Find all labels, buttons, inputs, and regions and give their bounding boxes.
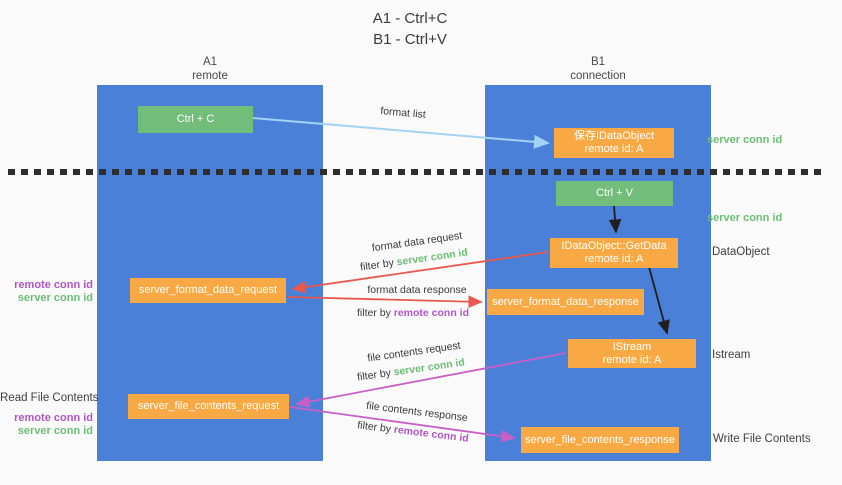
remote-conn-id-text: remote conn id [393, 307, 470, 319]
node-server-file-contents-request-label: server_file_contents_request [137, 400, 280, 412]
node-idataobject-getdata-line1: IDataObject::GetData [561, 240, 667, 252]
node-server-format-data-response-label: server_format_data_response [492, 295, 639, 308]
annotation-write-file-contents: Write File Contents [713, 433, 811, 445]
annotation-istream: Istream [712, 349, 751, 361]
annotation-remote-conn-id-1: remote conn id [14, 279, 93, 291]
filter-by-prefix: filter by [356, 419, 395, 436]
title-line-2: B1 - Ctrl+V [373, 31, 447, 48]
right-column-name: B1 [590, 56, 606, 68]
node-server-file-contents-response: server_file_contents_response [521, 427, 679, 453]
edge-label-filter-remote-conn-2: filter by remote conn id [357, 419, 470, 445]
dotted-divider-line [8, 169, 826, 175]
edge-label-filter-remote-conn-1: filter by remote conn id [357, 307, 469, 319]
diagram-title: A1 - Ctrl+C B1 - Ctrl+V [0, 8, 820, 50]
node-istream-line1: IStream [612, 340, 652, 353]
node-server-format-data-request-label: server_format_data_request [138, 284, 278, 296]
node-server-file-contents-request: server_file_contents_request [128, 394, 289, 419]
title-line-1: A1 - Ctrl+C [372, 10, 448, 27]
annotation-dataobject: DataObject [712, 246, 770, 258]
left-column-header: A1 remote [97, 55, 323, 83]
filter-by-prefix: filter by [356, 366, 395, 384]
annotation-server-conn-id-2: server conn id [17, 425, 93, 437]
node-ctrl-c: Ctrl + C [138, 106, 253, 133]
node-save-idataobject-line1: 保存IDataObject [573, 130, 655, 142]
annotation-server-conn-id-1: server conn id [17, 292, 93, 304]
server-conn-id-text: server conn id [395, 246, 469, 269]
left-column-name: A1 [202, 56, 218, 68]
right-column-header: B1 connection [485, 55, 711, 83]
node-idataobject-getdata-line2: remote id: A [584, 253, 644, 265]
node-istream-line2: remote id: A [602, 353, 662, 366]
node-save-idataobject: 保存IDataObject remote id: A [554, 128, 674, 158]
annotation-read-file-contents: Read File Contents [0, 392, 99, 404]
remote-conn-id-text: remote conn id [393, 423, 470, 445]
node-ctrl-v: Ctrl + V [556, 181, 673, 206]
node-server-format-data-request: server_format_data_request [130, 278, 286, 303]
node-ctrl-v-label: Ctrl + V [596, 187, 633, 199]
annotation-server-conn-id-top: server conn id [707, 134, 783, 146]
left-column-role: remote [192, 70, 228, 82]
node-idataobject-getdata: IDataObject::GetData remote id: A [550, 238, 678, 268]
edge-label-format-list: format list [379, 105, 427, 121]
node-istream: IStream remote id: A [568, 339, 696, 368]
node-ctrl-c-label: Ctrl + C [176, 113, 215, 125]
edge-label-format-data-response: format data response [367, 284, 467, 296]
filter-by-prefix: filter by [359, 256, 398, 274]
node-server-format-data-response: server_format_data_response [487, 289, 644, 315]
node-save-idataobject-line2: remote id: A [584, 143, 644, 155]
filter-by-prefix: filter by [356, 307, 394, 319]
annotation-server-conn-id-mid: server conn id [707, 212, 783, 224]
server-conn-id-text: server conn id [392, 356, 466, 379]
right-column-role: connection [570, 70, 626, 82]
edge-label-file-contents-response: file contents response [365, 399, 469, 425]
annotation-remote-conn-id-2: remote conn id [14, 412, 93, 424]
node-server-file-contents-response-label: server_file_contents_response [525, 433, 675, 446]
